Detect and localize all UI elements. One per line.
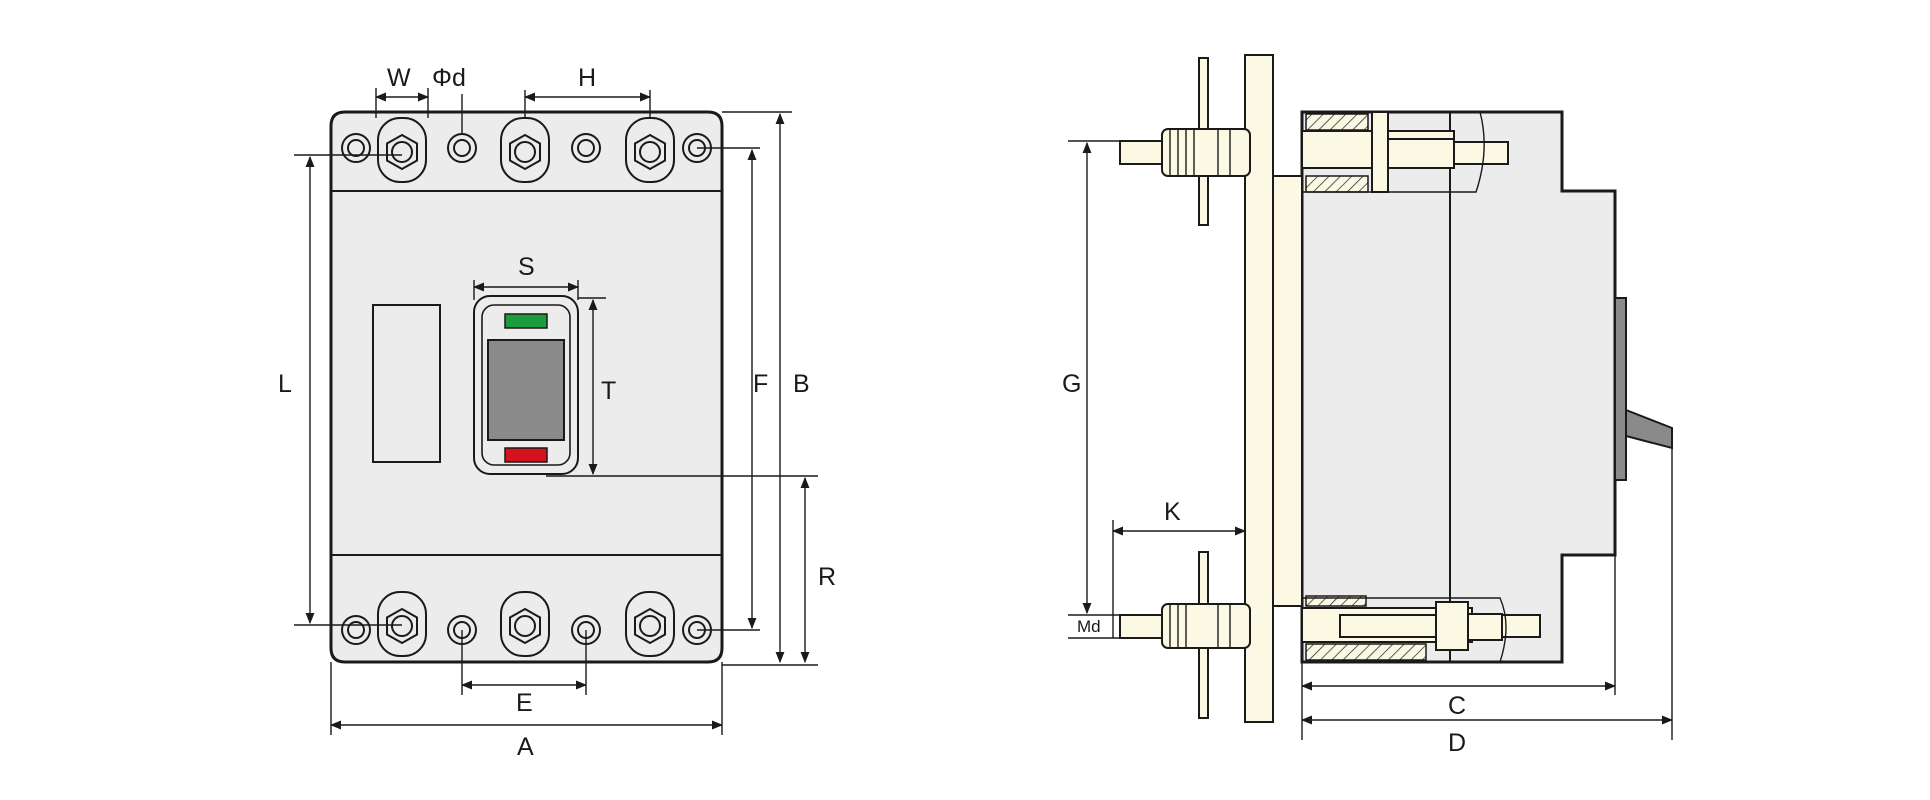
- dim-label-f: F: [753, 370, 768, 398]
- side-dimension-lines: [1082, 141, 1674, 725]
- handle-window: [487, 339, 565, 441]
- mounting-panel: [1244, 54, 1274, 723]
- dim-label-w: W: [387, 64, 411, 92]
- top-terminals: [341, 117, 712, 183]
- off-indicator: [504, 447, 548, 463]
- nameplate: [372, 304, 441, 463]
- dim-label-phi-d: Φd: [432, 64, 466, 92]
- bottom-terminals: [341, 591, 712, 657]
- side-handle: [1614, 297, 1627, 481]
- on-indicator: [504, 313, 548, 329]
- dim-label-r: R: [818, 563, 836, 591]
- dim-label-md: Md: [1077, 617, 1101, 636]
- dim-label-e: E: [516, 689, 533, 717]
- top-stud-assembly: [1119, 111, 1509, 193]
- dim-label-d: D: [1448, 729, 1466, 757]
- bottom-stud-assembly: [1119, 595, 1541, 663]
- dim-label-l: L: [278, 370, 292, 398]
- dim-label-t: T: [601, 377, 616, 405]
- breaker-body-side: [1300, 110, 1617, 664]
- dim-label-s: S: [518, 253, 535, 281]
- dim-label-g: G: [1062, 370, 1081, 398]
- side-extension-lines: [1068, 140, 1673, 740]
- dim-label-b: B: [793, 370, 810, 398]
- front-dimension-labels: W Φd H S T L F B R E A: [278, 64, 836, 761]
- dim-label-a: A: [517, 733, 534, 761]
- handle-lever: [1625, 408, 1673, 450]
- front-view: W Φd H S T L F B R E A: [278, 64, 836, 761]
- side-dimension-labels: G K Md C D: [1062, 370, 1466, 757]
- front-dimension-lines: [305, 92, 810, 730]
- dim-label-h: H: [578, 64, 596, 92]
- dim-label-c: C: [1448, 692, 1466, 720]
- dim-label-k: K: [1164, 498, 1181, 526]
- side-view: G K Md C D: [1062, 54, 1674, 757]
